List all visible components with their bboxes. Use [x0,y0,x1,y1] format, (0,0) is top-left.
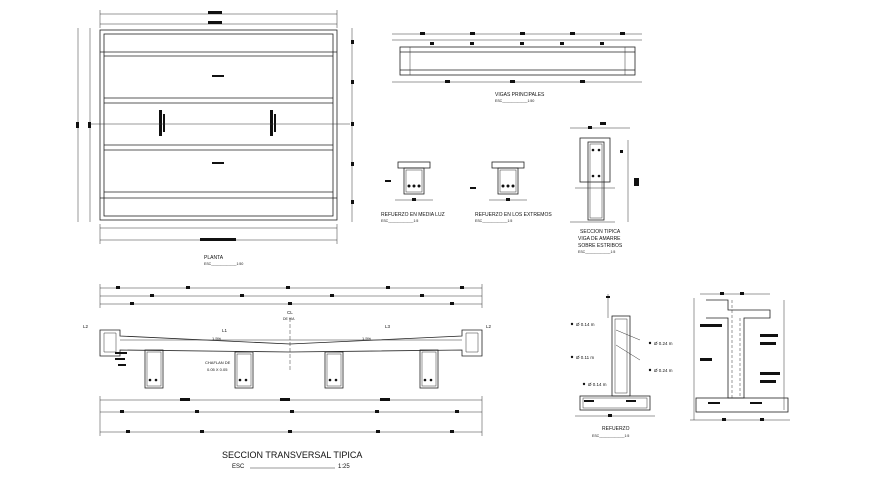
estribo-drawing [690,292,790,421]
label-cl: CL [287,310,293,315]
refuerzo-extremos-title: REFUERZO EN LOS EXTREMOS [475,212,552,218]
label-chaflan-2: 0.05 X 0.05 [207,367,228,372]
wall-rebar-4: Ø 0.14 m [588,382,607,387]
label-l1: L1 [222,328,228,333]
label-l2-right: L2 [486,324,492,329]
refuerzo-media-luz-title: REFUERZO EN MEDIA LUZ [381,212,445,218]
label-slope-right: 1.5% [362,336,372,341]
seccion-tipica-title-3: SOBRE ESTRIBOS [578,243,623,249]
label-slope-left: 1.5% [212,336,222,341]
refuerzo-extremos-drawing [470,161,527,201]
refuerzo-media-luz-drawing [385,161,433,201]
vigas-principales-scale: ESC_____________1:50 [495,99,534,103]
wall-rebar-3: Ø 0.11 m [576,355,594,360]
refuerzo-wall-drawing [570,294,655,417]
planta-scale: ESC_____________1:50 [204,262,243,266]
planta-drawing [76,10,354,244]
refuerzo-title: REFUERZO [602,426,630,432]
seccion-transversal-ratio: 1:25 [338,464,350,470]
seccion-tipica-title-1: SECCION TIPICA [580,229,621,235]
planta-title: PLANTA [204,255,224,261]
label-l2-left: L2 [83,324,89,329]
seccion-tipica-scale: ESC_____________1:5 [578,250,615,254]
seccion-transversal-scale: ESC [232,464,245,470]
refuerzo-media-luz-scale: ESC_____________1:5 [381,219,418,223]
wall-rebar-5: Ø 0.24 m [654,368,673,373]
label-l3: L3 [385,324,391,329]
seccion-transversal-title: SECCION TRANSVERSAL TIPICA [222,450,362,460]
wall-rebar-2: Ø 0.24 m [654,341,673,346]
label-cl-via: DE VIA [283,317,295,321]
seccion-tipica-drawing [570,122,639,223]
vigas-principales-drawing [392,32,642,83]
seccion-transversal-drawing [99,284,483,436]
seccion-tipica-title-2: VIGA DE AMARRE [578,236,621,242]
label-chaflan-1: CHAFLAN DE [205,360,231,365]
wall-rebar-1: Ø 0.14 m [576,322,595,327]
refuerzo-extremos-scale: ESC_____________1:5 [475,219,512,223]
refuerzo-scale: ESC_____________1:5 [592,434,629,438]
vigas-principales-title: VIGAS PRINCIPALES [495,92,545,98]
